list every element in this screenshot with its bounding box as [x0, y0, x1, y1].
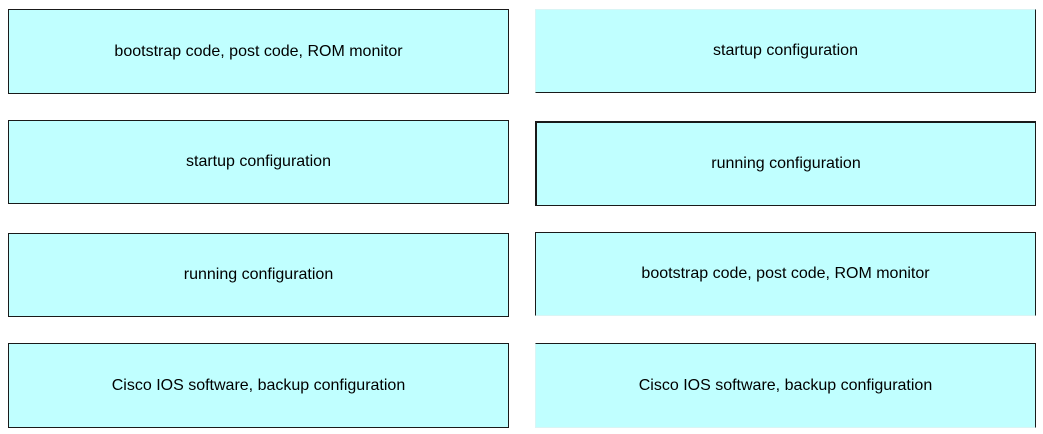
right-tile-3[interactable]: bootstrap code, post code, ROM monitor — [535, 232, 1036, 316]
right-tile-2[interactable]: running configuration — [535, 121, 1036, 206]
right-tile-4-label: Cisco IOS software, backup configuration — [638, 376, 933, 394]
right-tile-4[interactable]: Cisco IOS software, backup configuration — [535, 343, 1036, 428]
left-tile-1[interactable]: bootstrap code, post code, ROM monitor — [8, 9, 509, 94]
left-tile-2-label: startup configuration — [186, 153, 331, 171]
left-tile-4-label: Cisco IOS software, backup configuration — [111, 376, 406, 394]
right-tile-1[interactable]: startup configuration — [535, 9, 1036, 93]
left-tile-4[interactable]: Cisco IOS software, backup configuration — [8, 343, 509, 428]
left-tile-3[interactable]: running configuration — [8, 233, 509, 317]
left-tile-3-label: running configuration — [183, 266, 334, 284]
right-tile-2-label: running configuration — [711, 155, 861, 173]
left-tile-2[interactable]: startup configuration — [8, 120, 509, 204]
right-tile-1-label: startup configuration — [713, 42, 858, 60]
right-tile-3-label: bootstrap code, post code, ROM monitor — [641, 265, 930, 283]
left-tile-1-label: bootstrap code, post code, ROM monitor — [114, 42, 403, 60]
